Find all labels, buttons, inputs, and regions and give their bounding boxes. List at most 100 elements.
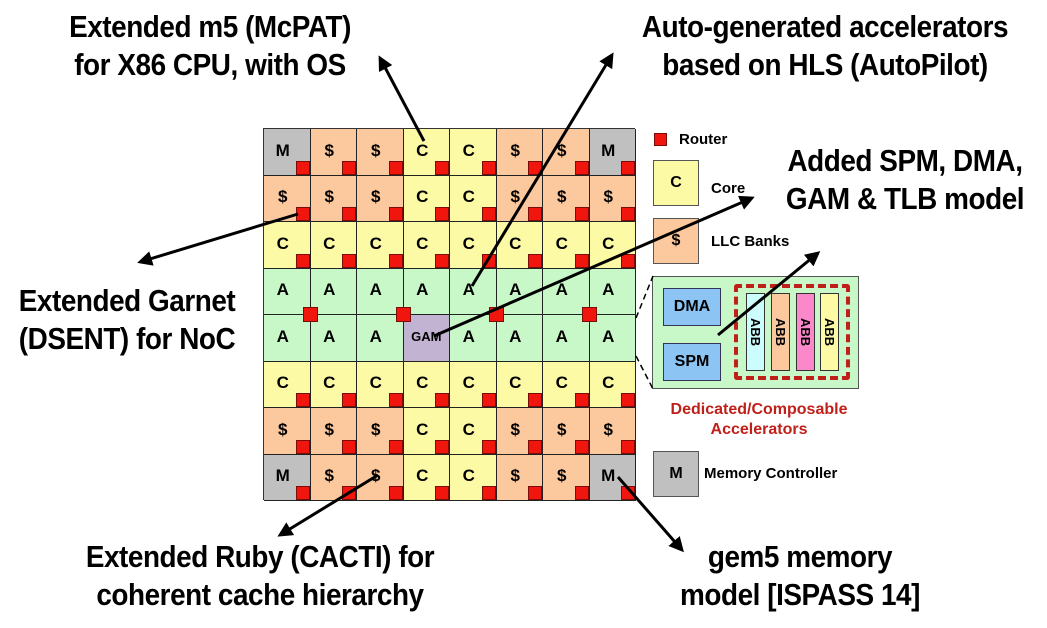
router-icon bbox=[388, 253, 403, 268]
tile-label: A bbox=[602, 326, 615, 346]
accelerator-tile: A bbox=[264, 315, 311, 362]
tile-label: $ bbox=[278, 419, 288, 439]
tile-label: $ bbox=[603, 419, 613, 439]
tile-label: $ bbox=[278, 187, 288, 207]
llc-bank-tile: $ bbox=[543, 408, 590, 455]
tile-label: C bbox=[323, 233, 336, 253]
callout-m5-line2: for X86 CPU, with OS bbox=[74, 47, 346, 82]
tile-label: $ bbox=[557, 140, 567, 160]
llc-bank-tile: $ bbox=[496, 408, 543, 455]
router-icon bbox=[342, 393, 356, 407]
tile-label: $ bbox=[510, 466, 520, 486]
tile-label: C bbox=[555, 373, 568, 393]
callout-spm-line1: Added SPM, DMA, bbox=[787, 143, 1023, 178]
tile-label: C bbox=[416, 187, 429, 207]
tile-label: C bbox=[369, 233, 382, 253]
memory-controller-tile: M bbox=[264, 129, 311, 176]
abb-block-3: ABB bbox=[796, 293, 815, 371]
llc-bank-tile: $ bbox=[589, 408, 636, 455]
router-icon bbox=[621, 393, 635, 407]
router-icon bbox=[435, 207, 449, 221]
router-icon bbox=[395, 307, 411, 322]
router-icon bbox=[295, 253, 310, 268]
legend-core-swatch: C bbox=[653, 160, 699, 206]
tile-label: C bbox=[323, 373, 336, 393]
router-icon bbox=[574, 393, 589, 407]
tile-label: $ bbox=[557, 419, 567, 439]
accelerator-caption: Dedicated/Composable Accelerators bbox=[630, 400, 888, 440]
router-icon bbox=[528, 393, 542, 407]
router-icon bbox=[295, 207, 310, 221]
tile-label: $ bbox=[371, 466, 381, 486]
tile-label: M bbox=[275, 140, 290, 160]
tile-label: C bbox=[369, 373, 382, 393]
callout-ruby: Extended Ruby (CACTI) for coherent cache… bbox=[71, 538, 449, 614]
legend-memory-swatch: M bbox=[653, 451, 699, 497]
abb-block-2: ABB bbox=[771, 293, 790, 371]
callout-garnet-line2: (DSENT) for NoC bbox=[18, 321, 236, 356]
tile-label: A bbox=[509, 326, 522, 346]
abb-label: ABB bbox=[798, 317, 813, 347]
core-tile: C bbox=[310, 361, 357, 408]
router-icon bbox=[295, 439, 310, 454]
abb-block-4: ABB bbox=[820, 293, 839, 371]
llc-bank-tile: $ bbox=[310, 129, 357, 176]
tile-label: $ bbox=[324, 140, 334, 160]
tile-label: C bbox=[416, 373, 429, 393]
abb-label: ABB bbox=[822, 317, 837, 347]
tile-label: $ bbox=[557, 466, 567, 486]
router-icon bbox=[295, 486, 310, 500]
legend-memory-label: Memory Controller bbox=[704, 465, 838, 482]
core-tile: C bbox=[357, 361, 404, 408]
core-tile: C bbox=[450, 175, 497, 222]
tile-label: C bbox=[416, 419, 429, 439]
tile-label: C bbox=[416, 140, 429, 160]
callout-hls: Auto-generated accelerators based on HLS… bbox=[623, 8, 1028, 84]
router-icon bbox=[574, 160, 589, 175]
router-icon bbox=[435, 253, 449, 268]
accelerator-caption-line2: Accelerators bbox=[710, 421, 808, 438]
tile-label: C bbox=[462, 466, 475, 486]
router-icon bbox=[388, 160, 403, 175]
tile-label: A bbox=[323, 326, 336, 346]
callout-m5: Extended m5 (McPAT) for X86 CPU, with OS bbox=[39, 8, 381, 84]
llc-bank-tile: $ bbox=[496, 129, 543, 176]
core-tile: C bbox=[543, 361, 590, 408]
core-tile: C bbox=[589, 361, 636, 408]
tile-label: $ bbox=[510, 140, 520, 160]
tile-label: C bbox=[602, 373, 615, 393]
tile-label: A bbox=[369, 280, 382, 300]
spm-label: SPM bbox=[674, 353, 710, 370]
router-icon bbox=[342, 253, 356, 268]
tile-label: A bbox=[462, 326, 475, 346]
router-icon bbox=[621, 439, 635, 454]
router-icon bbox=[574, 486, 589, 500]
core-tile: C bbox=[589, 222, 636, 269]
tile-label: A bbox=[555, 280, 568, 300]
zoom-line-top bbox=[635, 275, 654, 319]
tile-label: $ bbox=[371, 187, 381, 207]
router-icon bbox=[481, 486, 496, 500]
llc-bank-tile: $ bbox=[357, 129, 404, 176]
router-icon bbox=[342, 439, 356, 454]
abb-label: ABB bbox=[773, 317, 788, 347]
llc-bank-tile: $ bbox=[543, 454, 590, 501]
tile-label: A bbox=[276, 280, 289, 300]
tile-label: C bbox=[462, 419, 475, 439]
tile-label: C bbox=[276, 233, 289, 253]
tile-label: GAM bbox=[411, 329, 442, 345]
router-icon bbox=[528, 486, 542, 500]
router-icon bbox=[481, 439, 496, 454]
legend-core-symbol: C bbox=[670, 174, 682, 191]
core-tile: C bbox=[450, 454, 497, 501]
router-icon bbox=[342, 160, 356, 175]
core-tile: C bbox=[310, 222, 357, 269]
tile-label: C bbox=[462, 373, 475, 393]
tile-label: $ bbox=[510, 419, 520, 439]
memory-controller-tile: M bbox=[589, 454, 636, 501]
router-icon bbox=[295, 160, 310, 175]
tile-label: C bbox=[462, 233, 475, 253]
zoom-line-bottom bbox=[635, 355, 654, 390]
router-icon bbox=[528, 207, 542, 221]
